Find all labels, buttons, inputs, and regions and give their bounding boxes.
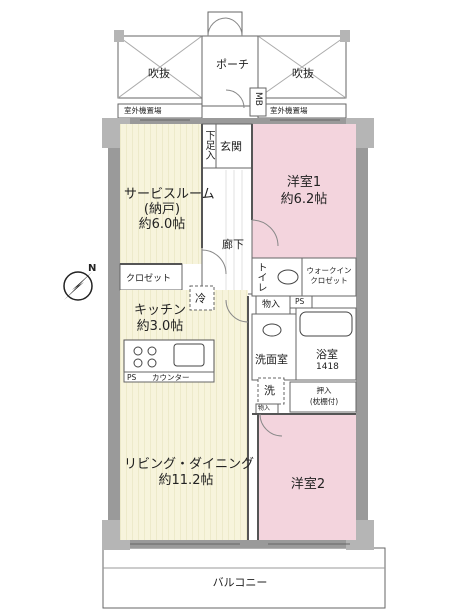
- void-left-label: 吹抜: [148, 67, 170, 80]
- outdoor-unit-left-label: 室外機置場: [124, 106, 162, 115]
- service-room-area: [120, 124, 202, 264]
- compass-icon: [63, 271, 93, 301]
- kitchen-size-label: 約3.0帖: [136, 319, 184, 334]
- kitchen-label: キッチン: [133, 303, 186, 318]
- walkin-closet-label-1: ウォークイン: [306, 266, 352, 275]
- bedroom1-label: 洋室1: [286, 175, 322, 190]
- wall-right: [356, 118, 368, 548]
- hallway-label: 廊下: [222, 238, 244, 251]
- washroom-label: 洗面室: [255, 353, 288, 366]
- toilet-label: トイレ: [255, 262, 266, 292]
- balcony-area: [102, 547, 386, 609]
- ps-top-label: PS: [295, 297, 305, 306]
- bedroom2-label: 洋室2: [290, 477, 326, 492]
- living-size-label: 約11.2帖: [158, 473, 214, 488]
- small-storage-label: 物入: [258, 405, 271, 412]
- living-kitchen-area: [120, 290, 248, 540]
- outdoor-unit-right-label: 室外機置場: [270, 106, 308, 115]
- walkin-closet-label-2: クロゼット: [310, 276, 348, 285]
- bedroom1-size-label: 約6.2帖: [280, 192, 328, 207]
- closet-label: クロゼット: [126, 274, 172, 284]
- washer-label: 洗: [264, 384, 275, 397]
- wall-top: [108, 118, 368, 124]
- wall-left: [108, 118, 120, 548]
- bathroom-size-label: 1418: [316, 362, 339, 372]
- storage-label: 物入: [262, 300, 281, 310]
- porch-label: ポーチ: [216, 58, 249, 71]
- service-room-size-label: 約6.0帖: [138, 217, 186, 232]
- counter-label: カウンター: [152, 373, 190, 382]
- mb-label: MB: [253, 92, 263, 106]
- washroom-area: [251, 313, 297, 381]
- living-label: リビング・ダイニング: [124, 457, 255, 472]
- refrigerator-label: 冷: [195, 292, 206, 305]
- bedroom1-area: [252, 124, 356, 258]
- balcony-label: バルコニー: [212, 576, 268, 589]
- shoe-storage-label: 下足入: [203, 130, 214, 160]
- oshiire-label-2: (枕棚付): [309, 397, 339, 406]
- compass-north-label: N: [88, 263, 97, 274]
- service-room-sub-label: (納戸): [143, 202, 181, 217]
- oshiire-label-1: 押入: [316, 386, 332, 395]
- hallway-area: [201, 123, 253, 295]
- entrance-label: 玄関: [220, 140, 242, 153]
- bathroom-label: 浴室: [316, 348, 338, 361]
- ps-bottom-label: PS: [127, 373, 137, 382]
- service-room-label: サービスルーム: [124, 187, 215, 202]
- void-right-label: 吹抜: [292, 67, 314, 80]
